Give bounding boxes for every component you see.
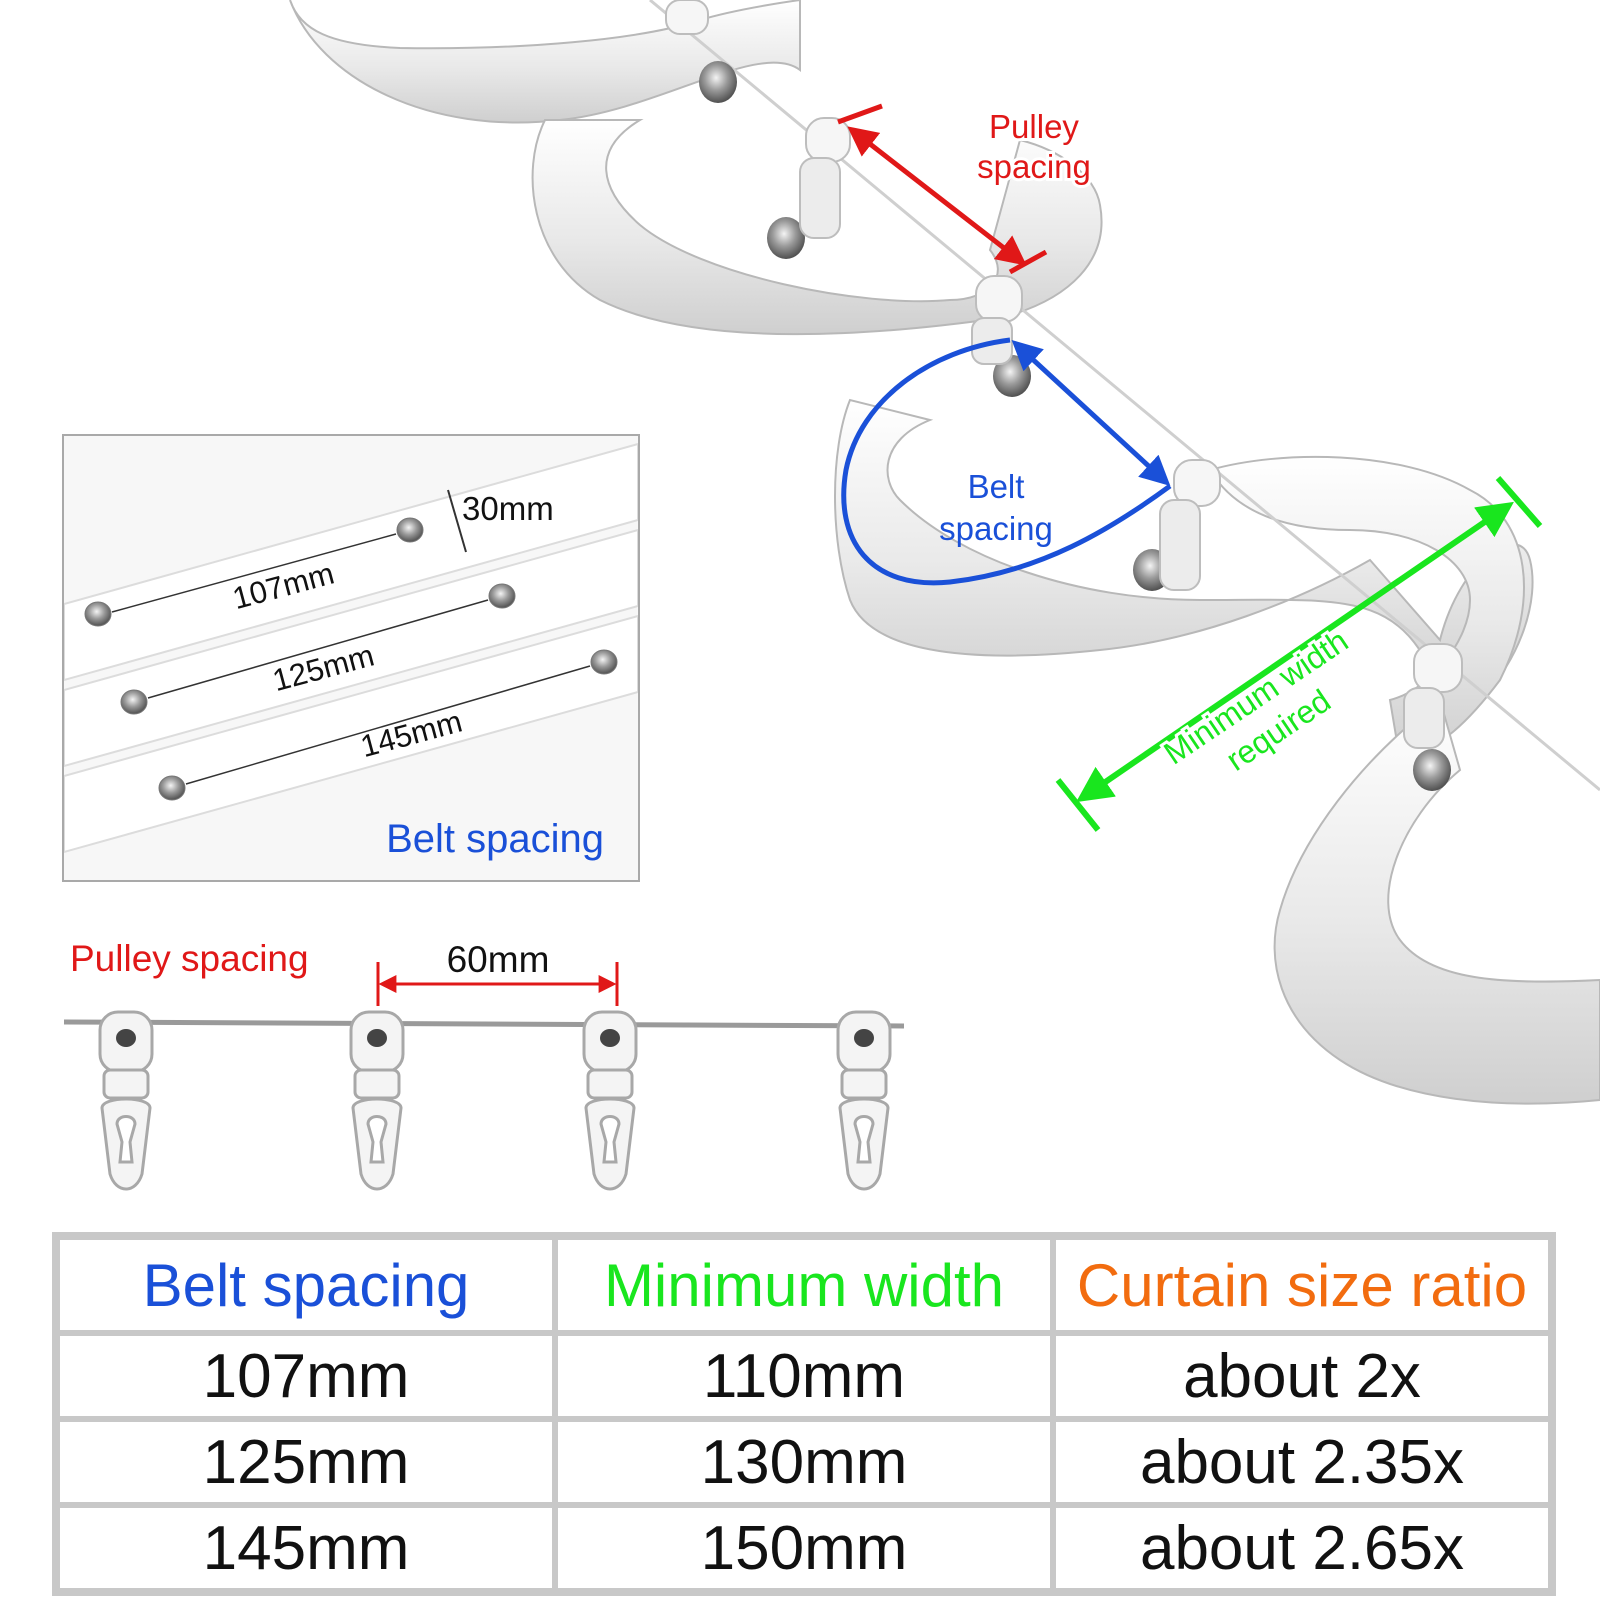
- cell-belt-spacing: 125mm: [57, 1419, 555, 1505]
- table-row: 107mm 110mm about 2x: [57, 1333, 1551, 1419]
- header-minimum-width: Minimum width: [555, 1237, 1053, 1333]
- belt-spacing-inset: 30mm 107mm 125mm 145mm Belt spacing: [62, 434, 640, 882]
- cell-minimum-width: 130mm: [555, 1419, 1053, 1505]
- inset-rivets: [84, 517, 618, 801]
- pulley-spacing-value: 60mm: [447, 939, 550, 980]
- pulley-row-label: Pulley spacing: [70, 938, 309, 979]
- header-curtain-size-ratio: Curtain size ratio: [1053, 1237, 1551, 1333]
- header-belt-spacing: Belt spacing: [57, 1237, 555, 1333]
- pulley-hooks: [98, 1010, 892, 1191]
- cell-minimum-width: 150mm: [555, 1505, 1053, 1591]
- table-header-row: Belt spacing Minimum width Curtain size …: [57, 1237, 1551, 1333]
- spec-table: Belt spacing Minimum width Curtain size …: [52, 1232, 1556, 1596]
- cell-minimum-width: 110mm: [555, 1333, 1053, 1419]
- inset-title: Belt spacing: [386, 817, 604, 861]
- cell-curtain-ratio: about 2.65x: [1053, 1505, 1551, 1591]
- cell-curtain-ratio: about 2.35x: [1053, 1419, 1551, 1505]
- pulley-row-rod: [63, 1019, 905, 1029]
- table-row: 145mm 150mm about 2.65x: [57, 1505, 1551, 1591]
- cell-belt-spacing: 107mm: [57, 1333, 555, 1419]
- cell-belt-spacing: 145mm: [57, 1505, 555, 1591]
- pulley-spacing-dimension: [376, 962, 619, 1006]
- table-row: 125mm 130mm about 2.35x: [57, 1419, 1551, 1505]
- inset-dimension-lines: [111, 533, 591, 785]
- cell-curtain-ratio: about 2x: [1053, 1333, 1551, 1419]
- inset-thickness-bar: [447, 489, 467, 553]
- pulley-row: Pulley spacing 60mm: [63, 938, 905, 1191]
- inset-thickness-label: 30mm: [462, 490, 554, 527]
